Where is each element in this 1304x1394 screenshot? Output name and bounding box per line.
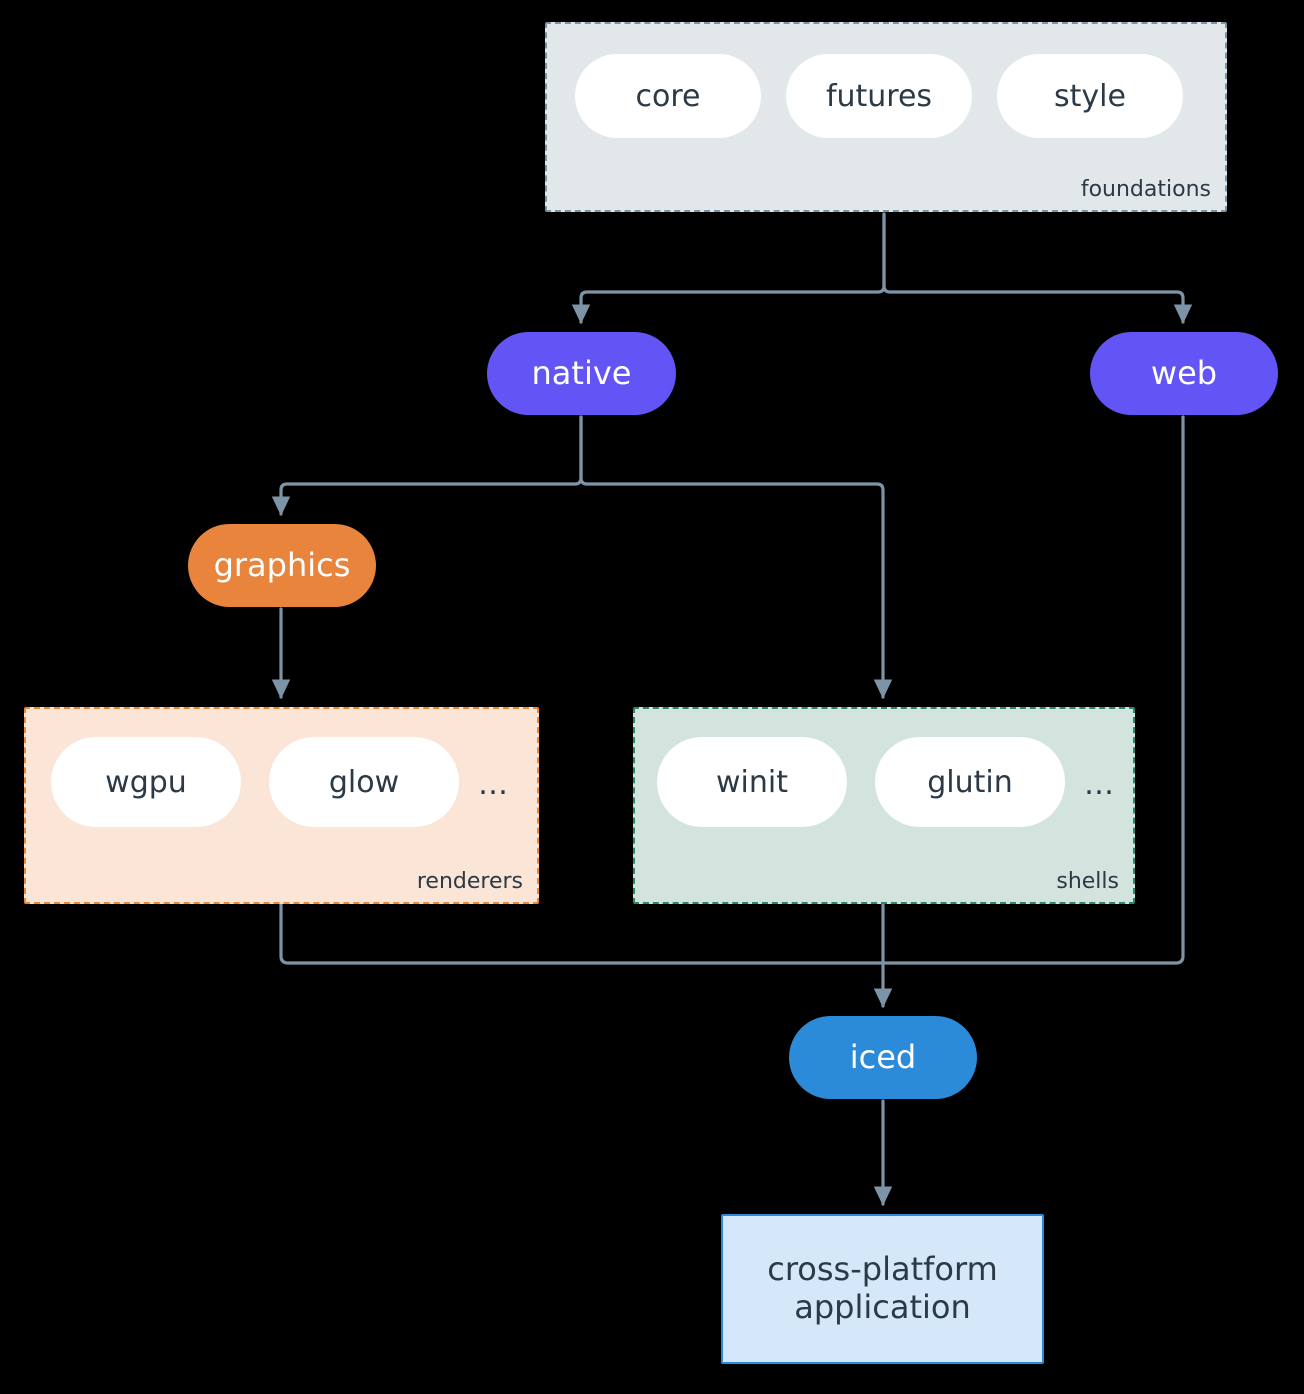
pill-futures[interactable]: futures xyxy=(786,54,972,138)
pill-wgpu-label: wgpu xyxy=(105,764,187,800)
group-shells: winit glutin … shells xyxy=(633,707,1135,904)
renderers-ellipsis: … xyxy=(478,767,509,802)
node-native-label: native xyxy=(531,353,632,392)
pill-winit-label: winit xyxy=(716,764,788,800)
node-cross-platform-application[interactable]: cross-platform application xyxy=(721,1214,1044,1364)
pill-style-label: style xyxy=(1054,78,1126,114)
node-native[interactable]: native xyxy=(487,332,676,415)
pill-core-label: core xyxy=(635,78,701,114)
group-renderers: wgpu glow … renderers xyxy=(24,707,539,904)
pill-wgpu[interactable]: wgpu xyxy=(51,737,241,827)
pill-glow-label: glow xyxy=(328,764,400,800)
pill-glutin[interactable]: glutin xyxy=(875,737,1065,827)
node-graphics-label: graphics xyxy=(213,545,351,584)
edge-native-shells xyxy=(579,415,893,699)
node-web[interactable]: web xyxy=(1090,332,1278,415)
node-graphics[interactable]: graphics xyxy=(188,524,376,607)
edge-native-graphics xyxy=(271,415,583,516)
pill-glow[interactable]: glow xyxy=(269,737,459,827)
group-shells-label: shells xyxy=(1056,869,1119,894)
group-renderers-label: renderers xyxy=(416,869,523,894)
pill-futures-label: futures xyxy=(825,78,933,114)
group-foundations: core futures style foundations xyxy=(545,22,1227,212)
pill-core[interactable]: core xyxy=(575,54,761,138)
pill-style[interactable]: style xyxy=(997,54,1183,138)
edge-foundations-native xyxy=(571,212,886,324)
node-iced-label: iced xyxy=(849,1037,917,1076)
shells-ellipsis: … xyxy=(1084,767,1115,802)
group-foundations-label: foundations xyxy=(1080,177,1211,202)
node-iced[interactable]: iced xyxy=(789,1016,977,1099)
pill-winit[interactable]: winit xyxy=(657,737,847,827)
node-application-label-line1: cross-platform xyxy=(767,1250,998,1289)
node-web-label: web xyxy=(1150,353,1218,392)
pill-glutin-label: glutin xyxy=(927,764,1013,800)
edge-foundations-web xyxy=(882,212,1193,324)
node-application-label-line2: application xyxy=(794,1288,971,1326)
edge-renderers-iced xyxy=(279,903,885,965)
